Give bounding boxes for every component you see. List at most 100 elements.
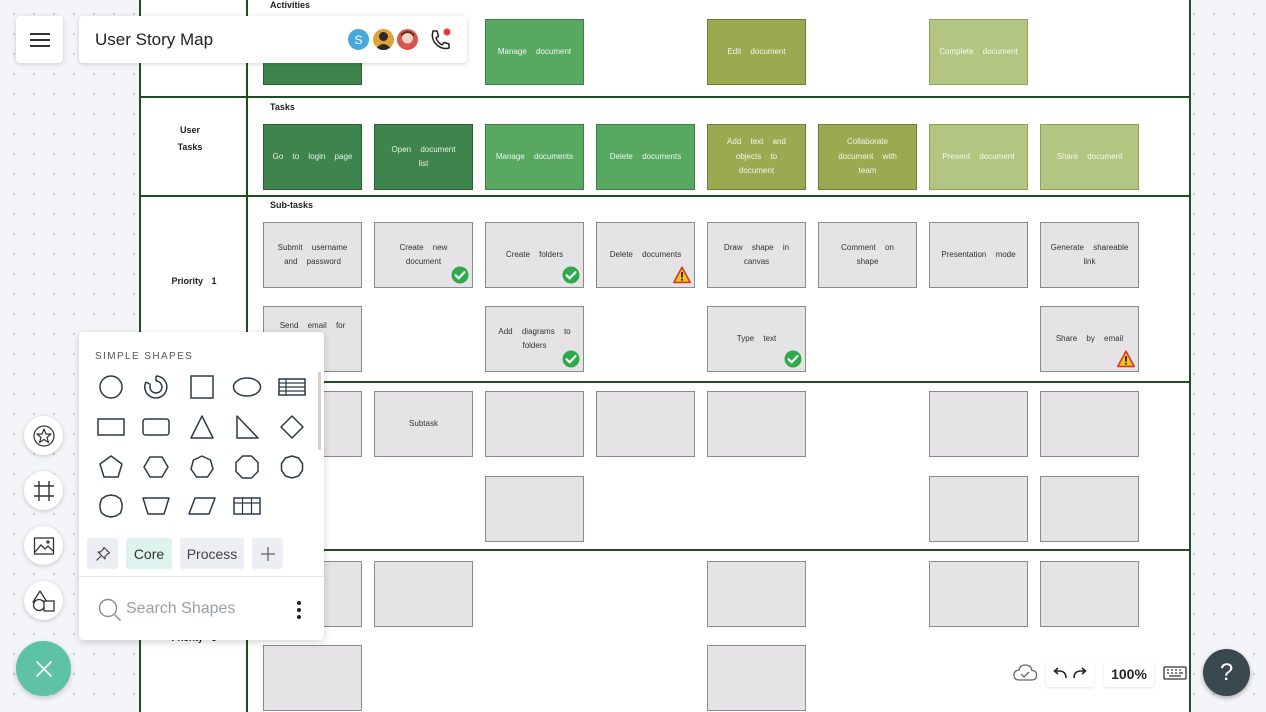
octagon-shape-icon[interactable]: [232, 452, 262, 482]
subtask-card[interactable]: Draw shape in canvas: [707, 222, 806, 288]
subtask-card[interactable]: Generate shareable link: [1040, 222, 1139, 288]
decagon-shape-icon[interactable]: [277, 452, 307, 482]
subtask-card[interactable]: [929, 561, 1028, 627]
avatar[interactable]: [395, 27, 420, 52]
subtask-card[interactable]: Add diagrams to folders: [485, 306, 584, 372]
triangle-shape-icon[interactable]: [187, 412, 217, 442]
call-button[interactable]: [428, 28, 452, 52]
subtask-card[interactable]: Comment on shape: [818, 222, 917, 288]
more-options-icon[interactable]: [295, 600, 303, 620]
grid-table-shape-icon[interactable]: [232, 491, 262, 521]
activity-card[interactable]: Complete document: [929, 19, 1028, 85]
subtask-card[interactable]: Type text: [707, 306, 806, 372]
activity-card[interactable]: Edit document: [707, 19, 806, 85]
check-icon: [562, 350, 580, 368]
square-shape-icon[interactable]: [187, 372, 217, 402]
subtask-card[interactable]: [1040, 561, 1139, 627]
person-icon: [375, 32, 392, 50]
subtask-text: Draw shape in canvas: [723, 242, 790, 267]
close-panel-button[interactable]: [16, 641, 71, 696]
undo-icon[interactable]: [1052, 666, 1070, 681]
subtask-card[interactable]: Presentation mode: [929, 222, 1028, 288]
tab-process[interactable]: Process: [180, 538, 244, 569]
parallelogram-shape-icon[interactable]: [187, 491, 217, 521]
table-shape-icon[interactable]: [277, 372, 307, 402]
hamburger-icon: [29, 32, 50, 47]
shapes-tool-button[interactable]: [24, 581, 63, 620]
phone-icon: [431, 28, 451, 50]
diamond-shape-icon[interactable]: [277, 412, 307, 442]
frame-tool-button[interactable]: [24, 471, 63, 510]
document-title-bar: User Story Map S: [79, 16, 467, 63]
task-card[interactable]: Open document list: [374, 124, 473, 190]
subtask-text: Generate shareable link: [1050, 242, 1129, 267]
subtask-card[interactable]: [1040, 391, 1139, 457]
activity-card[interactable]: Manage document: [485, 19, 584, 85]
search-icon: [98, 598, 121, 621]
avatar[interactable]: S: [346, 27, 371, 52]
warning-icon: [673, 266, 691, 284]
subtask-card[interactable]: Share by email: [1040, 306, 1139, 372]
row-label-priority-1: Priority 1: [171, 276, 217, 286]
check-icon: [562, 266, 580, 284]
task-card[interactable]: Share document: [1040, 124, 1139, 190]
avatar-initial: S: [354, 32, 363, 47]
trapezoid-shape-icon[interactable]: [141, 491, 171, 521]
subtask-card[interactable]: Subtask: [374, 391, 473, 457]
keyboard-icon[interactable]: [1163, 665, 1187, 681]
circle-shape-icon[interactable]: [96, 372, 126, 402]
task-card[interactable]: Go to login page: [263, 124, 362, 190]
add-library-button[interactable]: [252, 538, 283, 569]
search-shapes-input[interactable]: Search Shapes: [126, 600, 236, 617]
document-title[interactable]: User Story Map: [95, 30, 214, 49]
panel-scrollbar[interactable]: [318, 372, 321, 450]
tab-core[interactable]: Core: [126, 538, 172, 569]
frame-icon: [33, 480, 54, 501]
subtask-card[interactable]: [485, 476, 584, 542]
subtask-card[interactable]: Create new document: [374, 222, 473, 288]
section-label-tasks: Tasks: [270, 102, 295, 112]
subtask-card[interactable]: [374, 561, 473, 627]
partial-circle-shape-icon[interactable]: [141, 372, 171, 402]
task-card[interactable]: Delete documents: [596, 124, 695, 190]
check-icon: [784, 350, 802, 368]
favorites-shapes-button[interactable]: [24, 416, 63, 455]
redo-icon[interactable]: [1070, 666, 1088, 681]
heptagon-shape-icon[interactable]: [187, 452, 217, 482]
polygon-shape-icon[interactable]: [96, 491, 126, 521]
task-card[interactable]: Present document: [929, 124, 1028, 190]
subtask-card[interactable]: [707, 561, 806, 627]
image-tool-button[interactable]: [24, 526, 63, 565]
task-card[interactable]: Manage documents: [485, 124, 584, 190]
subtask-card[interactable]: [929, 391, 1028, 457]
subtask-card[interactable]: Delete documents: [596, 222, 695, 288]
subtask-card[interactable]: [1040, 476, 1139, 542]
task-card[interactable]: Collaborate document with team: [818, 124, 917, 190]
subtask-card[interactable]: [596, 391, 695, 457]
subtask-text: Presentation mode: [941, 249, 1016, 259]
shapes-icon: [31, 589, 55, 612]
zoom-level-button[interactable]: 100%: [1104, 660, 1154, 687]
hexagon-shape-icon[interactable]: [141, 452, 171, 482]
avatar[interactable]: [371, 27, 396, 52]
ellipse-shape-icon[interactable]: [232, 372, 262, 402]
subtask-card[interactable]: [707, 391, 806, 457]
subtask-card[interactable]: Create folders: [485, 222, 584, 288]
help-icon: ?: [1219, 658, 1234, 686]
pentagon-shape-icon[interactable]: [96, 452, 126, 482]
rectangle-shape-icon[interactable]: [96, 412, 126, 442]
right-triangle-shape-icon[interactable]: [232, 412, 262, 442]
subtask-card[interactable]: [485, 391, 584, 457]
subtask-card[interactable]: [707, 645, 806, 711]
subtask-card[interactable]: Submit username and password: [263, 222, 362, 288]
row-divider: [141, 195, 1189, 197]
person-icon: [401, 31, 414, 44]
help-button[interactable]: ?: [1203, 649, 1250, 696]
subtask-card[interactable]: [263, 645, 362, 711]
pin-library-button[interactable]: [87, 538, 118, 569]
menu-button[interactable]: [16, 16, 63, 63]
check-icon: [451, 266, 469, 284]
subtask-card[interactable]: [929, 476, 1028, 542]
task-card[interactable]: Add text and objects to document: [707, 124, 806, 190]
rounded-rectangle-shape-icon[interactable]: [141, 412, 171, 442]
